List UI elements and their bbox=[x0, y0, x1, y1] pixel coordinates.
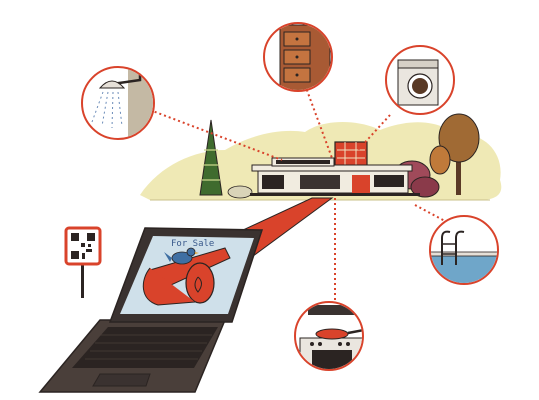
laptop: For Sale bbox=[38, 227, 264, 393]
bird-icon bbox=[164, 247, 199, 265]
for-sale-text: For Sale bbox=[171, 239, 214, 249]
tower-tree bbox=[199, 119, 223, 196]
cabinet-icon bbox=[263, 22, 333, 92]
pool-ladder-icon bbox=[429, 215, 499, 285]
shower-icon bbox=[81, 66, 155, 140]
tree-right bbox=[429, 113, 480, 195]
washing-machine-icon bbox=[385, 45, 455, 115]
stove-pan-icon bbox=[294, 301, 364, 371]
qr-code-sign-icon bbox=[64, 226, 102, 298]
house-icon bbox=[250, 141, 420, 196]
